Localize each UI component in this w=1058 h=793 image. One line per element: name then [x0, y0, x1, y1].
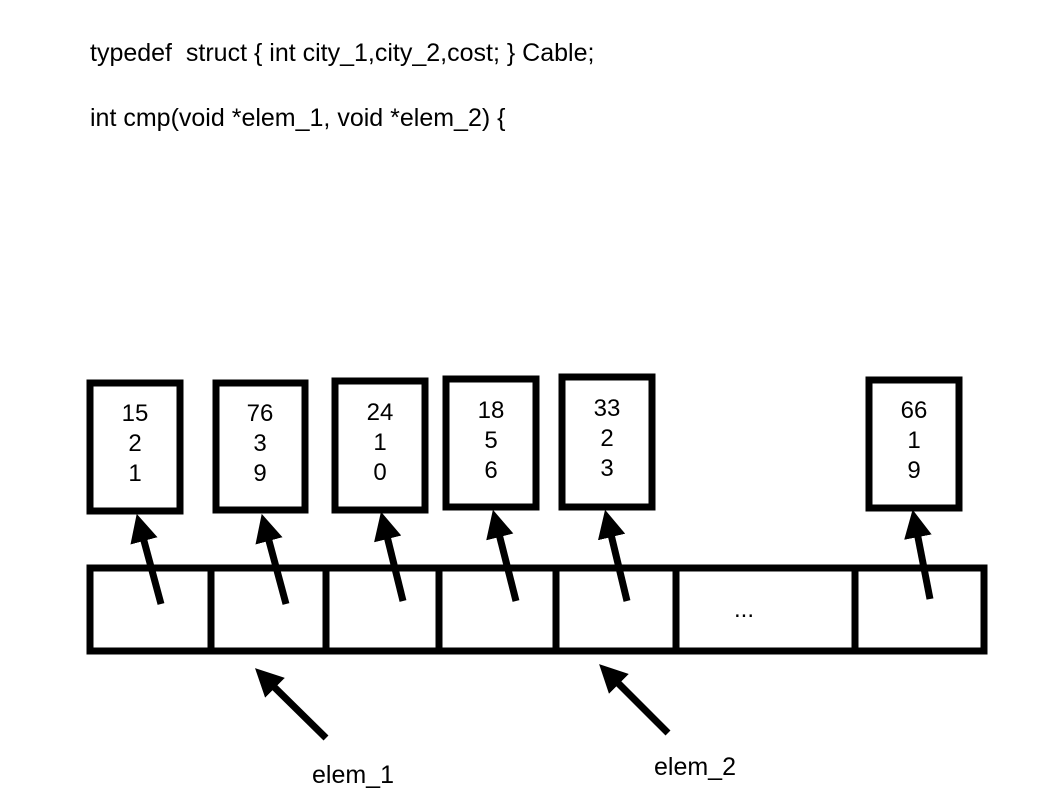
struct-2-value-2: 0 — [373, 459, 386, 486]
struct-4-value-2: 3 — [600, 455, 613, 482]
elem-1-arrow — [255, 668, 329, 741]
struct-5-value-2: 9 — [907, 457, 920, 484]
struct-box-0: 15 2 1 — [86, 379, 184, 515]
struct-5-value-0: 66 — [901, 397, 928, 424]
struct-5-value-1: 1 — [907, 427, 920, 454]
struct-0-value-2: 1 — [128, 460, 141, 487]
slot-1-arrow — [255, 513, 290, 605]
struct-1-value-1: 3 — [253, 430, 266, 457]
elem-1-label: elem_1 — [312, 761, 394, 789]
struct-4-value-0: 33 — [594, 395, 621, 422]
struct-3-value-2: 6 — [484, 457, 497, 484]
struct-box-4: 33 2 3 — [558, 373, 656, 511]
typedef-code-line: typedef struct { int city_1,city_2,cost;… — [90, 39, 595, 67]
slot-2-arrow — [374, 511, 407, 602]
elem-2-arrow — [599, 664, 671, 736]
slot-last-arrow — [904, 509, 934, 600]
slot-4-arrow — [597, 509, 631, 602]
struct-0-value-0: 15 — [122, 400, 149, 427]
struct-4-value-1: 2 — [600, 425, 613, 452]
struct-2-value-0: 24 — [367, 399, 394, 426]
pointer-array: ... — [86, 564, 988, 655]
struct-1-value-0: 76 — [247, 400, 274, 427]
struct-2-value-1: 1 — [373, 429, 386, 456]
struct-box-5: 66 1 9 — [865, 376, 963, 512]
struct-box-3: 18 5 6 — [442, 375, 540, 511]
struct-3-value-0: 18 — [478, 397, 505, 424]
struct-3-value-1: 5 — [484, 427, 497, 454]
struct-1-value-2: 9 — [253, 460, 266, 487]
struct-box-2: 24 1 0 — [331, 377, 429, 514]
struct-box-1: 76 3 9 — [212, 379, 309, 514]
struct-0-value-1: 2 — [128, 430, 141, 457]
cmp-code-line: int cmp(void *elem_1, void *elem_2) { — [90, 104, 506, 132]
array-ellipsis: ... — [734, 596, 754, 623]
slot-0-arrow — [130, 513, 165, 605]
slot-3-arrow — [486, 509, 520, 602]
elem-2-label: elem_2 — [654, 753, 736, 781]
